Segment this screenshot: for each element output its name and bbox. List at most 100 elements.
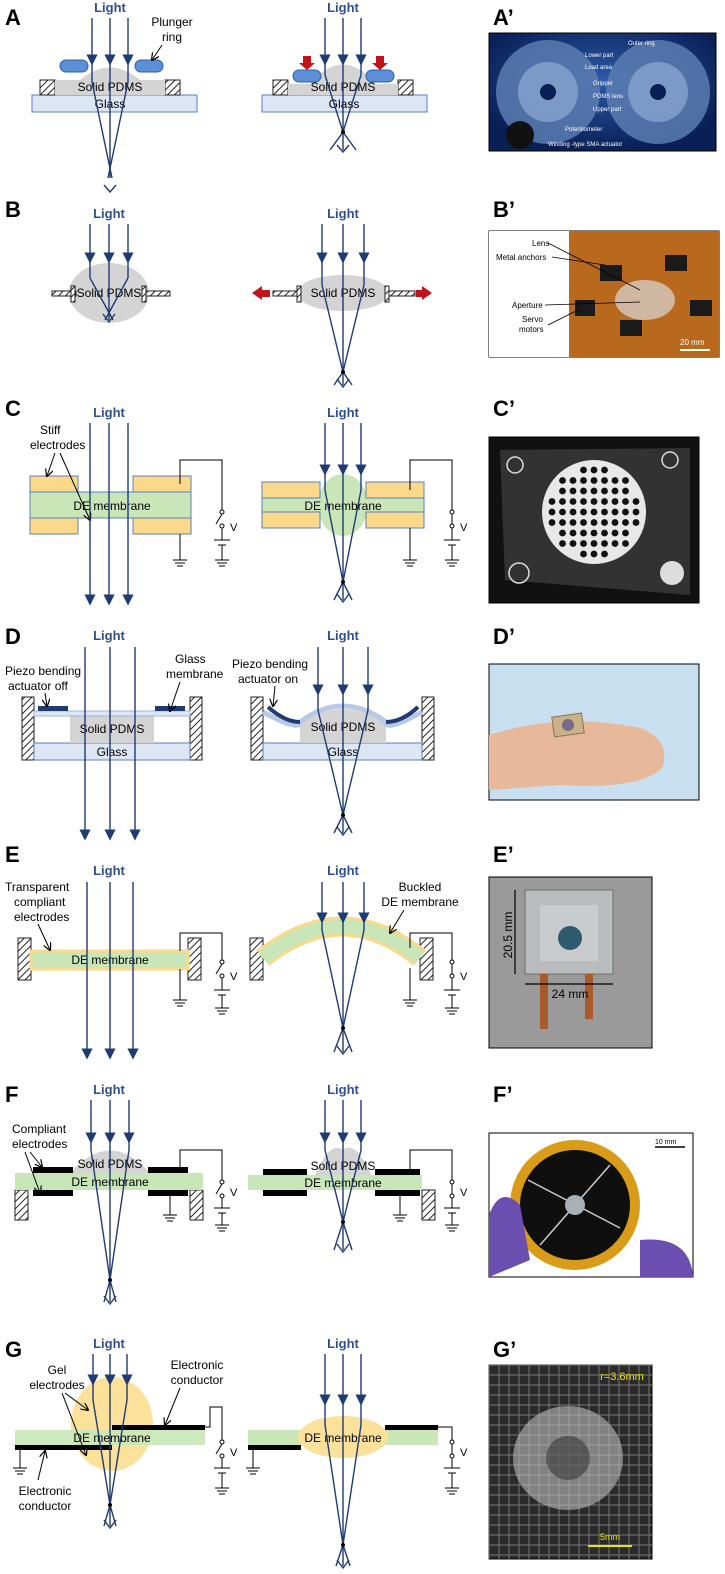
electrode-dot xyxy=(569,498,577,505)
callout-text: compliant xyxy=(14,895,66,909)
electrode-dot xyxy=(622,508,629,516)
light-rays xyxy=(319,1100,367,1254)
light-label: Light xyxy=(93,1336,125,1351)
panel-letter: G xyxy=(5,1337,22,1362)
electrode-dot xyxy=(559,540,566,547)
light-rays xyxy=(85,1100,135,1306)
callout-text: actuator off xyxy=(8,679,68,693)
side-wall xyxy=(250,696,264,761)
electrode-lead xyxy=(540,974,548,1029)
stiff-electrode xyxy=(365,481,425,499)
press-arrow xyxy=(299,56,315,70)
piezo-actuator xyxy=(38,706,68,711)
panel-letter: B xyxy=(5,197,21,222)
panel-e-left-diagram: Light DE membrane Transparent compliant … xyxy=(5,863,238,1060)
light-label: Light xyxy=(93,863,125,878)
stiff-electrode xyxy=(132,517,192,535)
glove xyxy=(640,1239,693,1277)
annotation: motors xyxy=(519,325,543,334)
callout-text: Compliant xyxy=(12,1122,67,1136)
electrode-dot xyxy=(569,477,577,484)
callout-arrow xyxy=(390,909,405,933)
panel-g: G Light DE membrane Gel electrodes Elect… xyxy=(5,1336,653,1570)
voltage-circuit xyxy=(393,1149,460,1232)
voltage-circuit xyxy=(403,932,460,1015)
side-wall xyxy=(189,1189,204,1221)
buckled-de-membrane xyxy=(258,919,425,964)
voltage-label: V xyxy=(460,1447,468,1459)
callout-arrow xyxy=(24,1151,40,1193)
compliant-electrode xyxy=(263,1190,307,1196)
side-wall xyxy=(187,937,202,981)
electrode-dot xyxy=(580,519,587,526)
compliant-electrode xyxy=(263,1169,307,1175)
photo-d-prime xyxy=(488,663,700,801)
focal-point xyxy=(341,813,345,817)
electrode-dot xyxy=(590,540,598,547)
panel-g-right-diagram: Light DE membrane xyxy=(246,1336,468,1570)
photo-a-prime: Outer ring Lower part Load area Gripper … xyxy=(488,32,717,152)
stretch-arrow xyxy=(416,286,432,300)
focal-point xyxy=(108,1278,112,1282)
stretch-arrow xyxy=(252,286,270,300)
aperture xyxy=(558,926,582,950)
plunger-ring xyxy=(292,69,322,83)
callout-arrow xyxy=(152,44,163,60)
voltage-label: V xyxy=(230,971,238,983)
light-label: Light xyxy=(327,405,359,420)
panel-e: E Light DE membrane Transparent complian… xyxy=(5,842,653,1060)
light-label: Light xyxy=(327,0,359,15)
light-rays xyxy=(81,882,139,1060)
light-label: Light xyxy=(327,1336,359,1351)
callout-text: Transparent xyxy=(5,880,70,894)
annotation: Servo xyxy=(522,315,543,324)
electrode-dot xyxy=(622,487,629,495)
membrane-label: DE membrane xyxy=(73,1431,151,1445)
panel-a-right-diagram: Light Glass Solid PDMS xyxy=(261,0,428,154)
side-wall xyxy=(421,1189,436,1221)
electrode-dot xyxy=(548,519,556,526)
voltage-circuit xyxy=(173,932,230,1015)
electrode-dot-grid xyxy=(548,466,640,558)
photo-letter: F’ xyxy=(493,1082,513,1107)
callout-text: electrodes xyxy=(12,1137,67,1151)
light-rays xyxy=(79,647,141,841)
annotation: Metal anchors xyxy=(496,253,546,262)
electrode-dot xyxy=(611,529,619,537)
electrode-dot xyxy=(590,477,598,484)
voltage-circuit xyxy=(163,1149,230,1232)
glass-label: Glass xyxy=(329,97,360,111)
light-rays xyxy=(87,1354,133,1530)
piezo-actuator xyxy=(385,705,420,724)
compliant-electrode xyxy=(148,1190,188,1196)
light-rays xyxy=(319,1354,367,1570)
electrode-dot xyxy=(632,498,640,505)
electrode-dot xyxy=(590,498,598,505)
electrode-dot xyxy=(580,466,587,474)
dimension-width: 24 mm xyxy=(552,987,589,1001)
electrode-dot xyxy=(611,508,619,516)
callout-text: Stiff xyxy=(40,423,61,437)
electrode-dot xyxy=(590,508,598,516)
electrode-dot xyxy=(601,550,608,558)
photo-f-prime: 10 mm xyxy=(488,1132,694,1278)
electrode-dot xyxy=(569,529,577,537)
panel-g-left-diagram: Light DE membrane Gel electrodes Electro… xyxy=(13,1336,238,1530)
support-block xyxy=(164,79,181,96)
callout-text: membrane xyxy=(166,667,224,681)
electrode-dot xyxy=(601,519,608,526)
glass-membrane xyxy=(33,710,191,717)
panel-d-right-diagram: Light Glass Solid PDMS Piezo bending act… xyxy=(232,628,435,837)
photo-letter: E’ xyxy=(493,842,514,867)
electrode-dot xyxy=(580,540,587,547)
side-wall xyxy=(17,937,32,981)
photo-letter: C’ xyxy=(493,396,515,421)
compliant-electrode xyxy=(33,1190,73,1196)
focal-point xyxy=(341,1543,345,1547)
photo-letter: G’ xyxy=(493,1337,516,1362)
photo-e-prime: 20.5 mm 24 mm xyxy=(488,876,653,1049)
side-wall xyxy=(14,1189,29,1221)
photo-letter: A’ xyxy=(493,5,514,30)
annotation: PDMS lens xyxy=(593,94,623,100)
panel-a-left-diagram: Light Glass Solid PDMS Plunger ring xyxy=(31,0,198,194)
